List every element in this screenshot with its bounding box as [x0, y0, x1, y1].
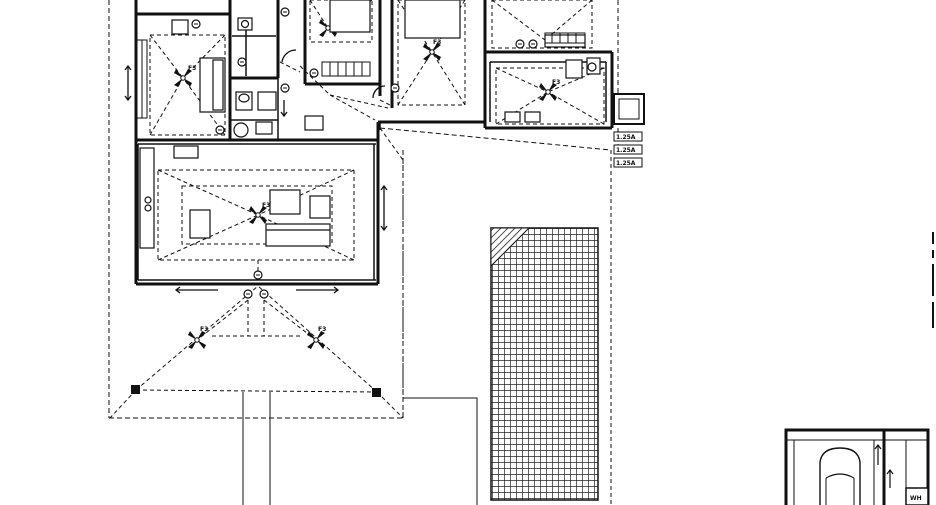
car-icon [819, 447, 861, 505]
side-tag-2: 1.25A [616, 147, 636, 154]
outlet-icon [280, 7, 290, 17]
veranda-post [372, 388, 381, 397]
living-furniture [139, 145, 331, 249]
outlet-icon [259, 289, 269, 299]
driveway-lines [242, 392, 478, 505]
side-tag-3: 1.25A [616, 160, 636, 167]
outlet-icon [280, 83, 290, 93]
outlet-icon [237, 57, 247, 67]
house-inner-walls [137, 20, 381, 281]
wardrobe [136, 32, 586, 119]
outlet-icon [243, 289, 253, 299]
outlet-icon [390, 83, 400, 93]
external-box-inner [618, 98, 640, 120]
outlet-icon [528, 39, 538, 49]
veranda-circuit [196, 260, 317, 341]
outlet-icon [191, 19, 201, 29]
outlet-icon [215, 125, 225, 135]
inset-plan: WH [784, 428, 930, 505]
outlet-icon [309, 68, 319, 78]
veranda-post [131, 385, 140, 394]
ceiling-lines [149, 0, 605, 261]
fan-label: F3 [262, 202, 270, 209]
tiled-slab [490, 227, 599, 501]
door-arrows [124, 49, 388, 294]
title-strip [930, 230, 936, 330]
outlet-icon [515, 39, 525, 49]
fan-label: F3 [200, 326, 208, 333]
fan-label: F3 [318, 326, 326, 333]
side-tag-1: 1.25A [616, 134, 636, 141]
slab-hatch-corner [490, 227, 531, 268]
side-tags: 1.25A 1.25A 1.25A [613, 131, 643, 168]
fan-label: F3 [552, 79, 560, 86]
carport-outline [379, 127, 612, 505]
fan-label: F3 [188, 65, 196, 72]
fan-label: F3 [433, 39, 441, 46]
inset-wh-label: WH [910, 495, 922, 502]
outlet-icon [253, 270, 263, 280]
furniture [171, 0, 601, 138]
